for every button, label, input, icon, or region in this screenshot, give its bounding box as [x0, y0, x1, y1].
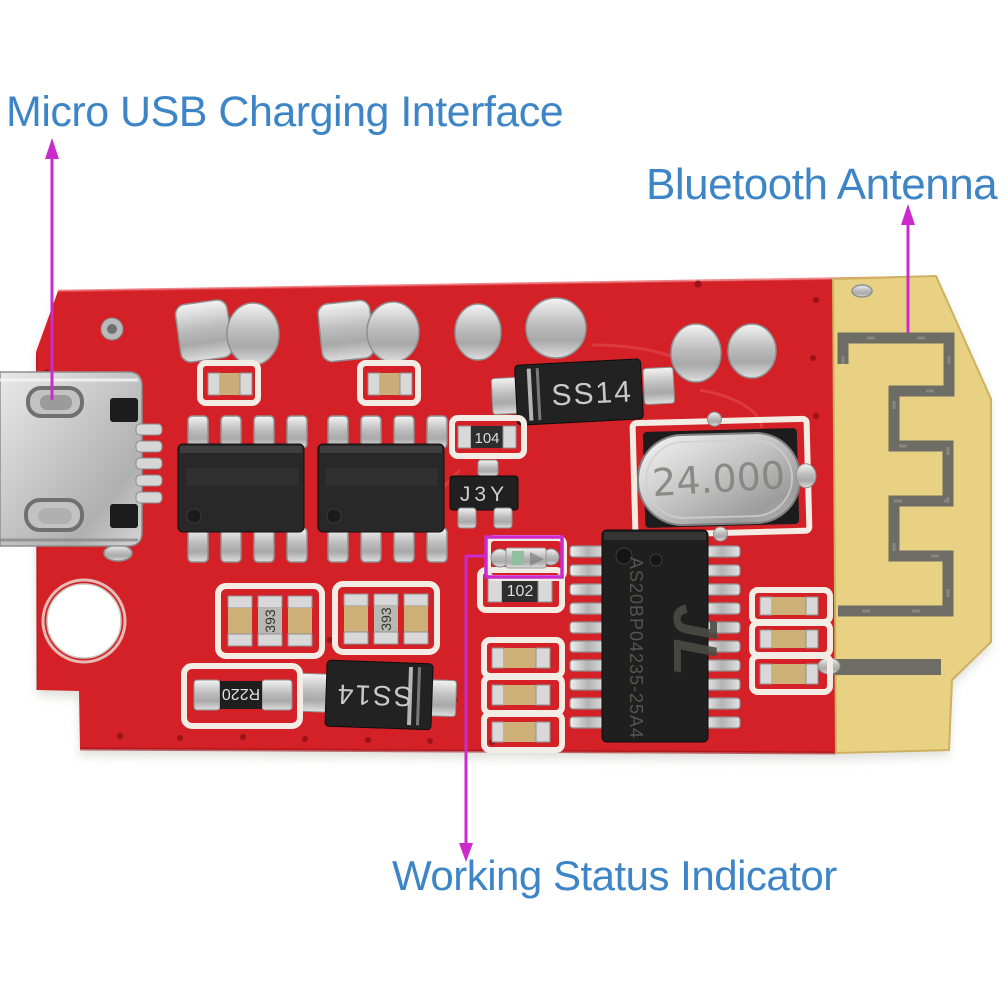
capacitor-column: [481, 637, 565, 753]
micro-usb-port: [0, 371, 163, 547]
usb-clip: [110, 398, 138, 422]
smd-passives: 104 102 393: [181, 360, 833, 753]
diode-ss14-top: SS14: [490, 358, 676, 426]
diode-bottom-marking: SS14: [335, 678, 413, 712]
capacitor-group-393-right: 393: [332, 581, 440, 655]
transistor-j3y: J3Y: [449, 459, 519, 529]
resistor-102: 102: [477, 567, 565, 613]
main-ic-logo: JL: [660, 604, 729, 676]
usb-pins: [135, 423, 163, 504]
usb-callout-arrow: [45, 138, 59, 400]
chip-pins: [327, 415, 448, 563]
working-status-label: Working Status Indicator: [392, 852, 837, 899]
micro-usb-label: Micro USB Charging Interface: [6, 88, 564, 136]
antenna-section: [817, 274, 992, 755]
solder-joints: [103, 284, 873, 562]
resistor-104: 104: [449, 415, 527, 459]
soic-chip-right: [317, 415, 448, 563]
cap-393-marking: 393: [378, 607, 394, 631]
transistor-marking: J3Y: [460, 483, 508, 506]
usb-clip: [110, 504, 138, 528]
main-ic-part-number: AS20BP04235-25A4: [626, 557, 646, 739]
main-ic: AS20BP04235-25A4 JL: [569, 529, 741, 743]
soic-chip-left: [177, 415, 308, 563]
capacitor-group-393-left: 393: [215, 583, 325, 659]
resistor-column-right: [749, 587, 833, 695]
status-callout-arrow: [459, 535, 564, 862]
resistor-104-marking: 104: [474, 430, 499, 447]
crystal-24mhz: 24.000: [629, 411, 817, 542]
cap-393-marking: 393: [262, 609, 278, 633]
diode-top-marking: SS14: [551, 375, 634, 412]
usb-shell-dimples: [24, 386, 84, 532]
smd-unit: [357, 360, 421, 406]
callouts: [45, 138, 915, 862]
bluetooth-antenna-label: Bluetooth Antenna: [646, 160, 998, 209]
diode-ss14-bottom: SS14: [299, 659, 457, 731]
resistor-102-marking: 102: [507, 583, 534, 600]
via-ring: [100, 317, 124, 341]
crystal-marking: 24.000: [651, 453, 786, 505]
resistor-r220: R220: [181, 663, 303, 729]
smd-unit: [197, 360, 261, 406]
resistor-r220-marking: R220: [222, 685, 260, 702]
antenna-callout-arrow: [901, 204, 915, 333]
mounting-hole: [41, 578, 127, 664]
